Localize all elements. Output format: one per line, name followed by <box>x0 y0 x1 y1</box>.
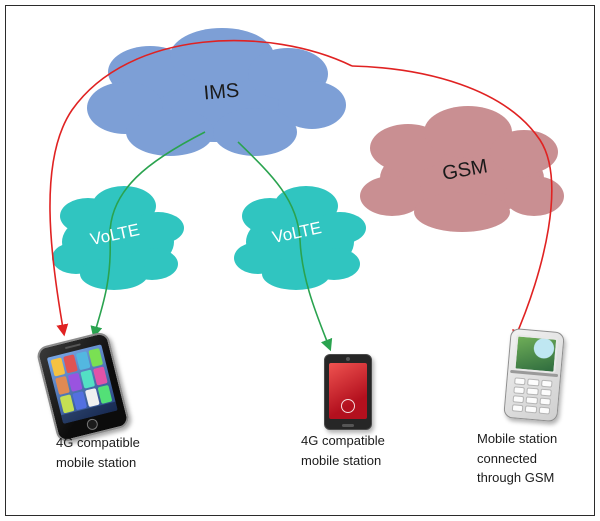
phone-screen <box>329 363 367 419</box>
phone-screen <box>46 344 118 424</box>
phone3-caption: Mobile station connected through GSM <box>477 431 558 485</box>
volte-cloud-left <box>52 186 184 290</box>
phone-gsm-flip <box>503 327 565 423</box>
phone-4g-middle <box>324 354 372 430</box>
ims-cloud <box>87 28 346 156</box>
flip-phone-screen <box>513 334 559 374</box>
phone2-caption: 4G compatible mobile station <box>301 433 385 468</box>
home-button-icon <box>85 417 99 432</box>
red-arrow-ims-to-gsm-phone <box>351 65 553 343</box>
phone-speaker <box>64 343 81 350</box>
screen-ring-icon <box>341 399 355 413</box>
keypad <box>511 377 553 415</box>
ims-cloud-label: IMS <box>203 80 240 105</box>
green-arrow-volte-middle-to-phone2 <box>237 141 333 352</box>
green-arrow-volte-left-to-phone1 <box>90 131 206 339</box>
phone1-caption: 4G compatible mobile station <box>56 435 140 470</box>
camera-dot-icon <box>346 357 350 361</box>
red-arrow-ims-to-phone1 <box>49 39 353 337</box>
gsm-cloud <box>360 106 564 232</box>
home-button-icon <box>342 424 354 427</box>
